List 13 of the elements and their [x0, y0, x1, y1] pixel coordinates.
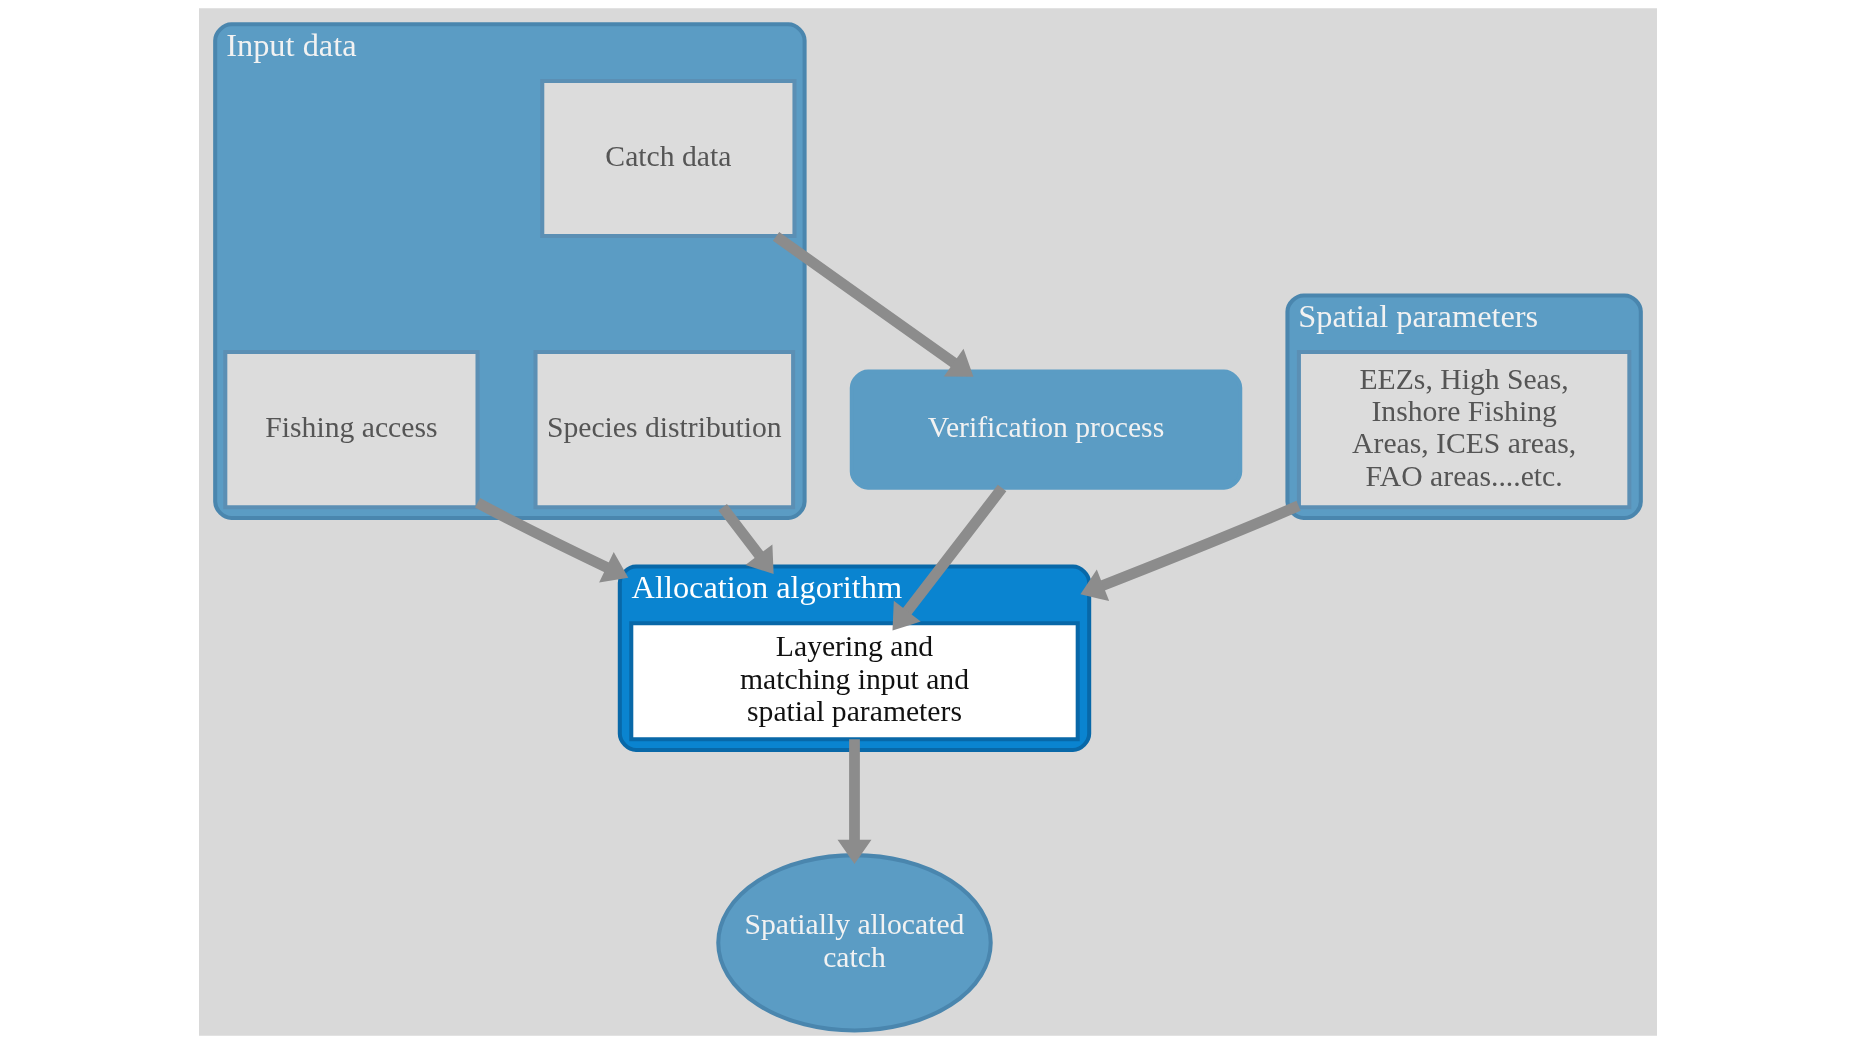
- node-box: Layering and matching input and spatial parameters: [628, 621, 1080, 742]
- arrow: [1079, 500, 1301, 602]
- node-box: Verification process: [849, 369, 1242, 490]
- node-box: Catch data: [539, 78, 796, 239]
- node-box: EEZs, High Seas, Inshore Fishing Areas, ICES areas, FAO areas....etc.: [1296, 350, 1631, 510]
- arrow: [474, 498, 628, 583]
- node-box: Fishing access: [222, 350, 480, 510]
- node-box: Species distribution: [533, 350, 795, 510]
- arrow: [837, 739, 871, 865]
- node-ellipse: Spatially allocated catch: [715, 853, 993, 1033]
- arrow: [772, 232, 973, 377]
- arrow: [892, 484, 1006, 631]
- arrow: [717, 504, 774, 574]
